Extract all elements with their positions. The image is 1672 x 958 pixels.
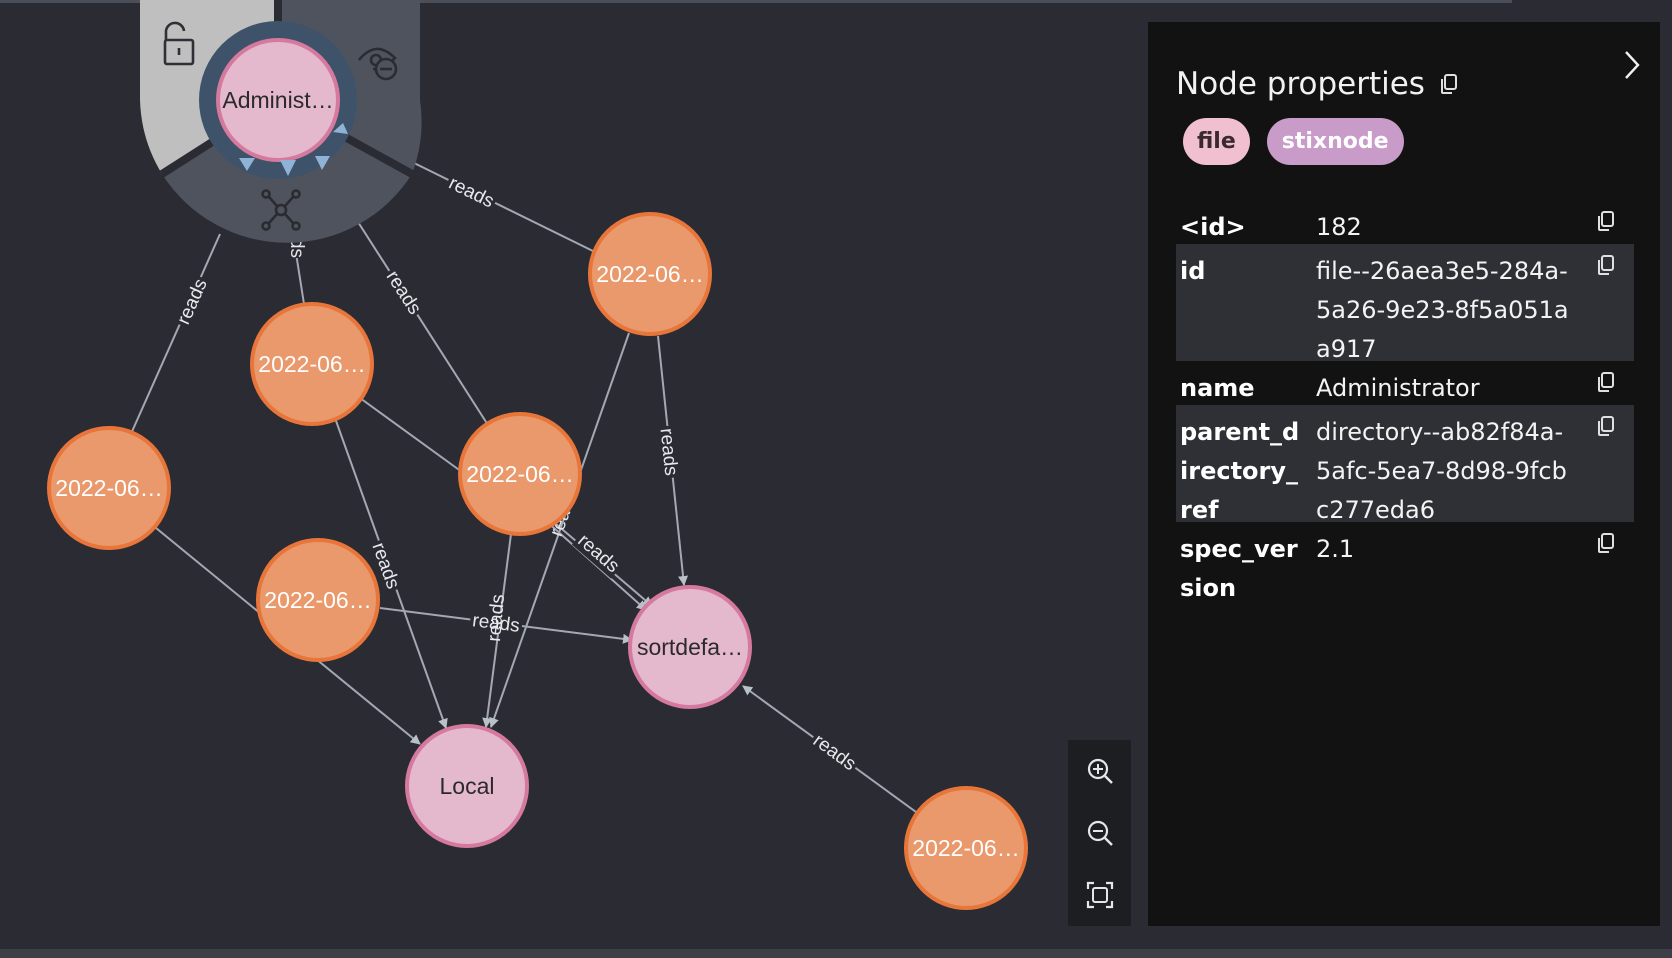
edge-a-admin[interactable] (129, 233, 221, 437)
node-label: 2022-06… (596, 261, 703, 287)
node-label: Administ… (222, 87, 333, 113)
zoom-out-button[interactable] (1068, 802, 1131, 864)
node-event[interactable]: 2022-06… (588, 212, 712, 336)
node-label: 2022-06… (258, 351, 365, 377)
nodes: Administ… 2022-06… 2022-06… 2022-06… 202… (47, 38, 1028, 910)
property-value: file--26aea3e5-284a-5a26-9e23-8f5a051aa9… (1316, 257, 1569, 363)
top-strip (0, 0, 1512, 3)
properties-table: <id> 182 id file--26aea3e5-284a-5a26-9e2… (1176, 200, 1634, 606)
graph-canvas[interactable]: reads ds reads reads reads reads reads r… (0, 0, 1130, 958)
copy-icon[interactable] (1596, 371, 1622, 399)
node-local[interactable]: Local (405, 724, 529, 848)
edge-label-clipped: ds (286, 238, 307, 258)
property-row: name Administrator (1176, 361, 1634, 405)
edge-label: reads (656, 427, 682, 476)
edge-b-d[interactable] (359, 397, 463, 473)
property-key: parent_directory_ref (1180, 418, 1300, 524)
property-row: spec_version 2.1 (1176, 522, 1634, 606)
property-key: <id> (1180, 213, 1246, 241)
property-value: 2.1 (1316, 535, 1355, 563)
zoom-out-icon (1087, 820, 1113, 846)
edge-d-admin[interactable] (357, 221, 489, 426)
fit-to-screen-button[interactable] (1068, 864, 1131, 926)
node-event[interactable]: 2022-06… (256, 538, 380, 662)
property-row: parent_directory_ref directory--ab82f84a… (1176, 405, 1634, 524)
copy-icon[interactable] (1439, 73, 1459, 95)
property-row: id file--26aea3e5-284a-5a26-9e23-8f5a051… (1176, 244, 1634, 363)
node-label: 2022-06… (912, 835, 1019, 861)
bottom-bar (0, 949, 1672, 958)
property-row: <id> 182 (1176, 200, 1634, 244)
node-event[interactable]: 2022-06… (458, 412, 582, 536)
node-event[interactable]: 2022-06… (904, 786, 1028, 910)
node-event[interactable]: 2022-06… (250, 302, 374, 426)
node-label: 2022-06… (466, 461, 573, 487)
node-label: 2022-06… (55, 475, 162, 501)
edge-f-local[interactable] (489, 332, 630, 728)
unlock-icon[interactable] (163, 21, 195, 66)
chevron-right-icon (1625, 51, 1640, 79)
node-labels: file stixnode (1183, 118, 1404, 165)
zoom-controls (1068, 740, 1131, 926)
copy-icon[interactable] (1596, 532, 1622, 560)
panel-header: Node properties (1176, 66, 1459, 102)
zoom-in-button[interactable] (1068, 740, 1131, 802)
copy-icon[interactable] (1596, 210, 1622, 238)
node-properties-panel: Node properties file stixnode <id> 182 i… (1148, 22, 1660, 926)
property-value: 182 (1316, 213, 1362, 241)
node-sortdefault[interactable]: sortdefa… (628, 585, 752, 709)
node-label: 2022-06… (264, 587, 371, 613)
copy-icon[interactable] (1596, 254, 1622, 282)
edge-labels: reads ds reads reads reads reads reads r… (171, 170, 863, 777)
edge-label: reads (445, 173, 497, 213)
node-administrator[interactable]: Administ… (216, 38, 348, 176)
property-key: id (1180, 257, 1206, 285)
edge-label: reads (173, 276, 212, 328)
graph-expand-icon[interactable] (261, 189, 301, 231)
copy-icon[interactable] (1596, 415, 1622, 443)
property-value: Administrator (1316, 374, 1480, 402)
node-label: Local (440, 773, 495, 799)
node-event[interactable]: 2022-06… (47, 426, 171, 550)
label-pill-file[interactable]: file (1183, 118, 1250, 165)
property-key: spec_version (1180, 535, 1298, 602)
eye-off-icon[interactable] (357, 47, 398, 81)
zoom-in-icon (1087, 758, 1113, 784)
edge-f-admin[interactable] (411, 161, 598, 254)
edge-label: reads (484, 593, 509, 642)
edge-label: reads (809, 730, 860, 775)
collapse-panel-button[interactable] (1614, 40, 1650, 90)
label-pill-stixnode[interactable]: stixnode (1266, 118, 1404, 165)
panel-title: Node properties (1176, 66, 1425, 102)
property-key: name (1180, 374, 1255, 402)
fit-to-screen-icon (1086, 881, 1113, 909)
node-label: sortdefa… (637, 634, 743, 660)
edge-label: reads (382, 267, 425, 318)
property-value: directory--ab82f84a-5afc-5ea7-8d98-9fcbc… (1316, 418, 1567, 524)
